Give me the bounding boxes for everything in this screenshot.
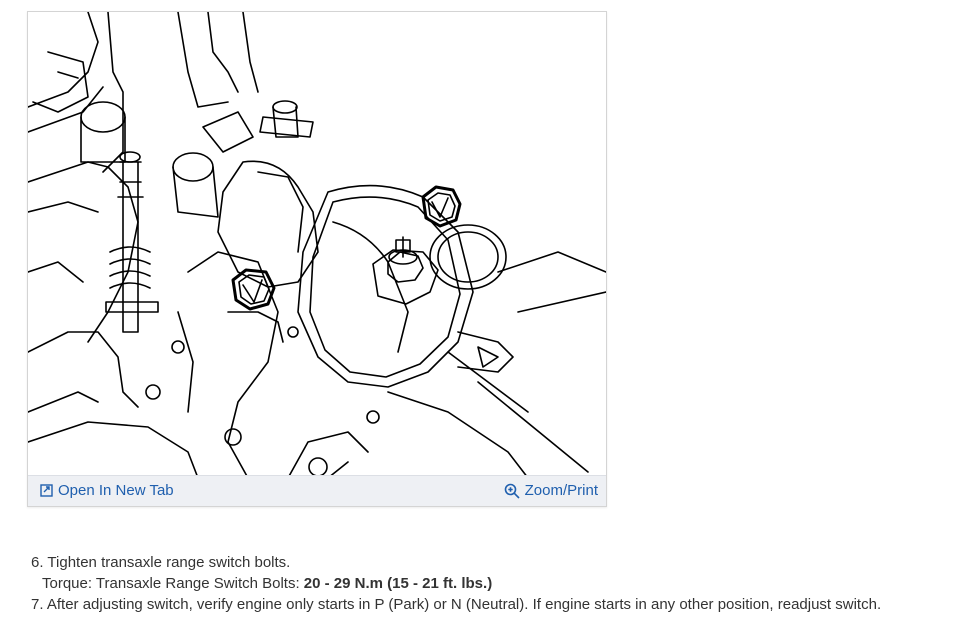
figure-toolbar: Open In New Tab Zoom/Print — [28, 475, 606, 506]
diagram-figure: Open In New Tab Zoom/Print — [27, 11, 607, 507]
torque-value: 20 - 29 N.m (15 - 21 ft. lbs.) — [303, 575, 493, 592]
open-in-new-tab-label: Open In New Tab — [58, 482, 174, 499]
step-6-number: 6. — [31, 554, 44, 571]
open-in-new-tab-icon — [40, 484, 53, 497]
magnifier-zoom-icon — [504, 483, 520, 499]
step-7: 7. After adjusting switch, verify engine… — [31, 594, 881, 615]
step-6: 6. Tighten transaxle range switch bolts. — [31, 552, 881, 573]
step-7-text: After adjusting switch, verify engine on… — [46, 596, 882, 613]
transaxle-range-switch-diagram — [28, 12, 606, 478]
step-6-text: Tighten transaxle range switch bolts. — [47, 554, 291, 571]
open-in-new-tab-link[interactable]: Open In New Tab — [40, 482, 174, 499]
torque-label: Torque: Transaxle Range Switch Bolts: — [42, 575, 304, 592]
step-7-number: 7. — [31, 596, 44, 613]
procedure-steps: 6. Tighten transaxle range switch bolts.… — [31, 552, 881, 615]
zoom-print-label: Zoom/Print — [524, 482, 598, 499]
zoom-print-link[interactable]: Zoom/Print — [504, 482, 598, 499]
torque-spec: Torque: Transaxle Range Switch Bolts: 20… — [31, 573, 881, 594]
